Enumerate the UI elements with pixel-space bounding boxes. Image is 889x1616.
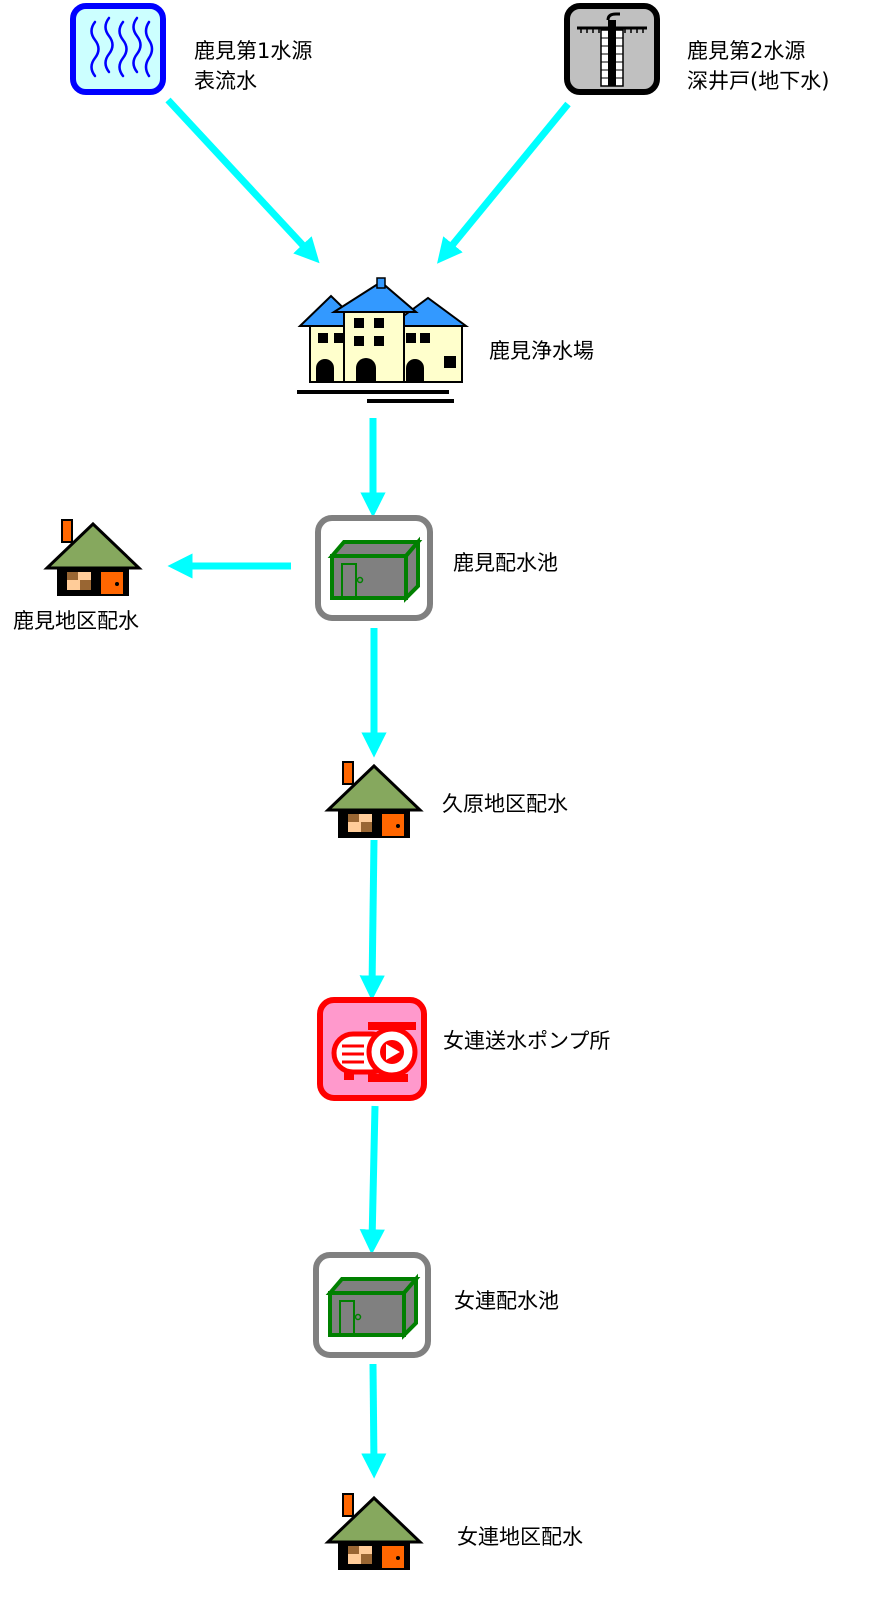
- source1-name-label: 鹿見第1水源: [194, 39, 313, 63]
- arrow-source1-to-plant: [165, 97, 320, 264]
- source2-type-label: 深井戸(地下水): [687, 69, 830, 93]
- arrow-area2-to-pump: [359, 839, 385, 1001]
- surface-water-icon: [70, 3, 166, 95]
- house-icon: [326, 1492, 422, 1572]
- arrow-pump-to-reservoir2: [359, 1105, 385, 1255]
- house-icon: [326, 760, 422, 840]
- plant-label: 鹿見浄水場: [489, 339, 594, 363]
- reservoir-icon: [318, 518, 430, 618]
- flow-arrows: [165, 97, 571, 1479]
- arrow-source2-to-plant: [437, 101, 571, 264]
- house-icon: [45, 518, 141, 598]
- deep-well-icon: [564, 3, 660, 95]
- source1-type-label: 表流水: [194, 69, 257, 93]
- pump-label: 女連送水ポンプ所: [443, 1029, 611, 1053]
- arrow-reservoir2-to-area3: [361, 1363, 387, 1479]
- water-treatment-plant-icon: [297, 277, 470, 403]
- area3-label: 女連地区配水: [457, 1525, 583, 1549]
- reservoir2-label: 女連配水池: [454, 1289, 559, 1313]
- reservoir1-label: 鹿見配水池: [453, 551, 558, 575]
- reservoir-icon: [316, 1255, 428, 1355]
- area2-label: 久原地区配水: [442, 792, 568, 816]
- pump-station-icon: [317, 997, 427, 1101]
- source2-name-label: 鹿見第2水源: [687, 39, 806, 63]
- area1-label: 鹿見地区配水: [13, 609, 139, 633]
